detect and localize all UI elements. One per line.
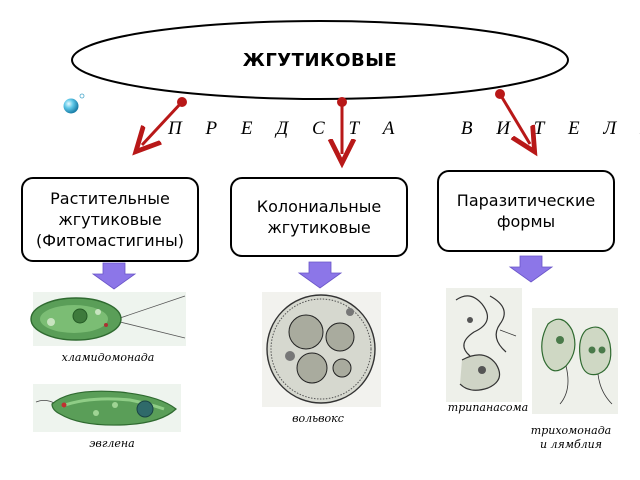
block-arrow-left <box>91 262 137 290</box>
trichomonas-image <box>532 308 618 414</box>
title-ellipse <box>71 20 569 100</box>
decor-ball-icon <box>63 93 85 114</box>
diagram-title: ЖГУТИКОВЫЕ <box>242 49 398 71</box>
category-label-plant: Растительные жгутиковые (Фитомастигины) <box>35 189 185 250</box>
title-area: ЖГУТИКОВЫЕ <box>72 21 568 99</box>
representatives-label: П Р Е Д С Т А В И Т Е Л И <box>168 118 640 139</box>
block-arrow-center <box>297 261 343 289</box>
trypanosoma-image <box>446 288 522 402</box>
category-label-colonial: Колониальные жгутиковые <box>256 197 382 237</box>
category-box-plant: Растительные жгутиковые (Фитомастигины) <box>21 177 199 262</box>
pointer-arrow-right <box>495 89 530 144</box>
caption-chlamydomonas: хламидомонада <box>61 351 155 364</box>
pointer-arrow-center <box>337 97 347 154</box>
euglena-image <box>33 384 181 432</box>
pointer-arrow-left <box>142 97 187 145</box>
block-arrow-right <box>508 255 554 283</box>
caption-trichomonas: трихомонада и лямблия <box>530 424 612 451</box>
volvox-image <box>262 292 381 407</box>
category-box-colonial: Колониальные жгутиковые <box>230 177 408 257</box>
caption-euglena: эвглена <box>89 437 135 450</box>
chlamydomonas-image <box>30 292 186 346</box>
category-box-parasitic: Паразитические формы <box>437 170 615 252</box>
category-label-parasitic: Паразитические формы <box>456 191 596 231</box>
caption-volvox: вольвокс <box>292 412 344 425</box>
caption-trypanosoma: трипанасома <box>447 401 529 414</box>
